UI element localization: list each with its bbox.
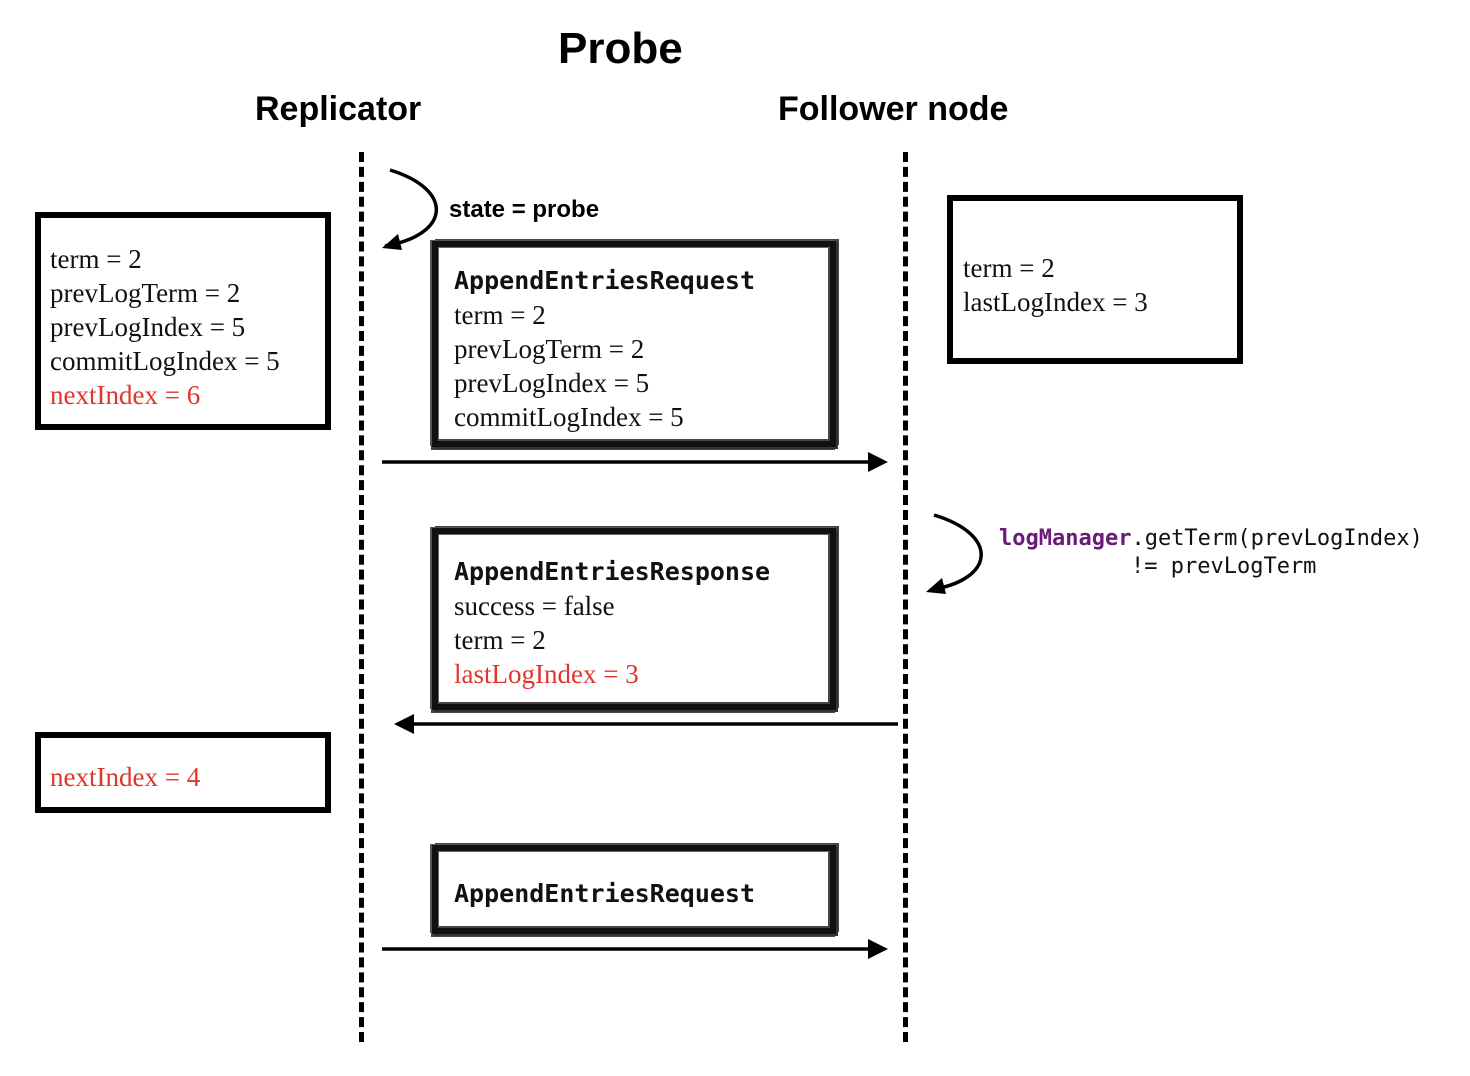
response-title: AppendEntriesResponse [454,557,771,586]
updated-next-index: nextIndex = 4 [50,762,201,792]
append-entries-request-2-box: AppendEntriesRequest [432,845,836,934]
replicator-commit-log-index: commitLogIndex = 5 [50,346,280,376]
replicator-term: term = 2 [50,244,142,274]
follower-term: term = 2 [963,253,1055,283]
request-1-term: term = 2 [454,300,546,330]
request-2-title: AppendEntriesRequest [454,879,756,908]
request-1-arrowhead [868,452,888,472]
response-success: success = false [454,591,615,621]
replicator-state-box: term = 2 prevLogTerm = 2 prevLogIndex = … [35,212,331,430]
response-term: term = 2 [454,625,546,655]
replicator-label: Replicator [255,90,422,128]
response-arrowhead [394,714,414,734]
follower-lifeline [903,152,908,1042]
request-2-arrowhead [868,939,888,959]
replicator-update-box: nextIndex = 4 [35,732,331,813]
replicator-prev-log-index: prevLogIndex = 5 [50,312,246,342]
follower-state-box: term = 2 lastLogIndex = 3 [947,195,1243,364]
term-check-note-line2: != prevLogTerm [1131,554,1317,579]
follower-last-log-index: lastLogIndex = 3 [963,287,1148,317]
replicator-prev-log-term: prevLogTerm = 2 [50,278,241,308]
term-check-note: logManager.getTerm(prevLogIndex) [999,525,1423,553]
state-change-loop-arrow [384,168,438,248]
state-probe-note: state = probe [449,196,600,223]
replicator-lifeline [359,152,364,1042]
get-term-call: .getTerm(prevLogIndex) [1131,526,1423,551]
response-last-log-index: lastLogIndex = 3 [454,659,639,689]
follower-label: Follower node [778,90,1009,128]
request-1-prev-log-term: prevLogTerm = 2 [454,334,645,364]
diagram-title: Probe [558,24,683,73]
check-loop-arrowhead [926,578,946,594]
request-1-prev-log-index: prevLogIndex = 5 [454,368,650,398]
check-loop-arrow [929,513,983,592]
request-1-title: AppendEntriesRequest [454,266,756,295]
append-entries-response-box: AppendEntriesResponse success = false te… [432,528,836,710]
append-entries-request-box: AppendEntriesRequest term = 2 prevLogTer… [432,241,836,447]
request-1-commit-log-index: commitLogIndex = 5 [454,402,684,432]
state-change-loop-arrowhead [382,234,402,250]
log-manager-keyword: logManager [999,526,1132,551]
replicator-next-index: nextIndex = 6 [50,380,201,410]
